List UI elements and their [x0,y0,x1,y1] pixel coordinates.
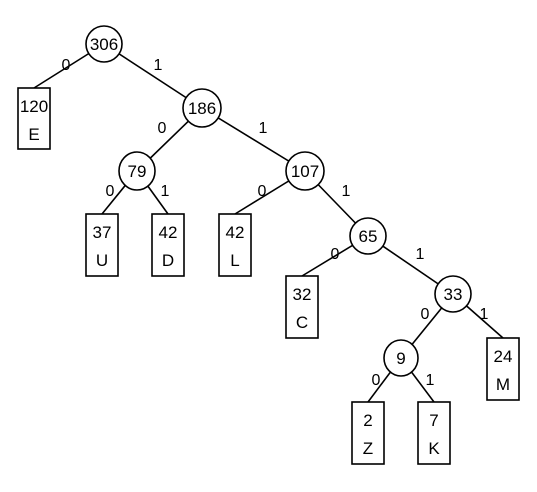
leaf-weight: 42 [226,223,245,242]
node-circle [349,217,387,255]
node-weight: 79 [128,162,147,181]
leaf-weight: 37 [93,223,112,242]
leaf-node-C: 32C [285,275,319,339]
leaf-weight: 24 [494,347,513,366]
node-weight: 107 [291,162,319,181]
leaf-weight: 120 [20,97,48,116]
node-weight: 33 [444,285,463,304]
leaf-symbol: Z [363,439,373,458]
edge-bit-label: 1 [416,246,425,263]
leaf-node-U: 37U [85,213,119,277]
leaf-node-D: 42D [151,213,185,277]
leaf-node-M: 24M [486,337,520,401]
edge-bit-label: 0 [106,183,115,200]
edge-bit-label: 0 [158,120,167,137]
leaf-symbol: K [428,439,440,458]
leaf-symbol: E [28,125,39,144]
edge-bit-label: 1 [426,372,435,389]
leaf-symbol: D [162,251,174,270]
node-weight: 65 [359,227,378,246]
node-weight: 306 [90,35,118,54]
leaf-box [17,87,51,150]
node-circle [383,339,419,377]
internal-node-79: 79 [118,151,156,191]
internal-node-9: 9 [383,339,419,377]
leaf-box [151,213,185,277]
edge-bit-label: 0 [372,372,381,389]
leaf-weight: 7 [429,411,438,430]
node-circle [118,151,156,191]
bit-labels: 0 1 0 1 0 1 0 1 0 1 0 1 0 1 [62,57,489,389]
edge-bit-label: 0 [62,57,71,74]
internal-node-107: 107 [285,151,325,191]
edge-bit-label: 1 [154,57,163,74]
leaf-box [285,275,319,339]
leaf-box [417,401,451,465]
leaf-symbol: C [296,313,308,332]
edge-bit-label: 0 [421,306,430,323]
leaf-node-L: 42L [218,213,252,277]
leaf-box [351,401,385,465]
leaf-weight: 32 [293,285,312,304]
edge-bit-label: 1 [480,306,489,323]
leaf-symbol: U [96,251,108,270]
internal-node-186: 186 [182,88,222,128]
node-weight: 186 [188,99,216,118]
leaf-node-K: 7K [417,401,451,465]
edge-bit-label: 0 [258,183,267,200]
leaf-weight: 42 [159,223,178,242]
leaf-symbol: L [230,251,239,270]
internal-node-306: 306 [85,25,123,63]
node-weight: 9 [396,349,405,368]
edge-bit-label: 1 [161,183,170,200]
node-circle [285,151,325,191]
leaf-weight: 2 [363,411,372,430]
leaf-box [85,213,119,277]
edge-n186-n107 [201,107,306,172]
leaf-symbol: M [496,375,510,394]
node-circle [434,275,472,313]
internal-node-33: 33 [434,275,472,313]
edge-bit-label: 0 [331,246,340,263]
leaf-node-Z: 2Z [351,401,385,465]
leaf-box [218,213,252,277]
internal-node-65: 65 [349,217,387,255]
node-circle [182,88,222,128]
edge-bit-label: 1 [342,183,351,200]
edge-bit-label: 1 [259,120,268,137]
node-circle [85,25,123,63]
leaf-box [486,337,520,401]
